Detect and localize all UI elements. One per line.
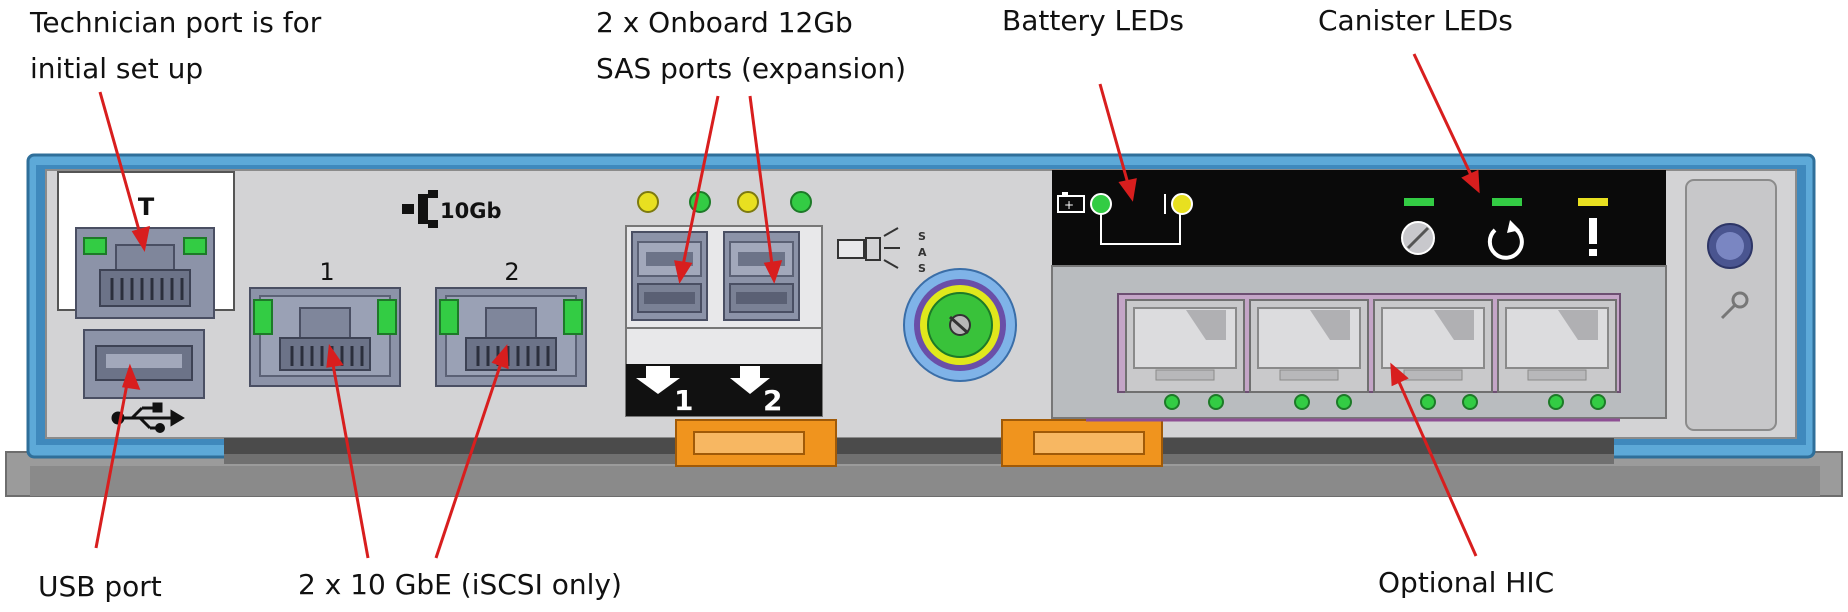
callout-battery-text: Battery LEDs [1002,4,1184,37]
sas-label-plate: 1 2 [625,327,823,417]
callout-technician-line-2: initial set up [30,52,204,85]
latch-right[interactable] [1001,419,1163,467]
callout-canister-leds: Canister LEDs [1318,0,1513,44]
technician-link-led [83,237,107,255]
sas-2-number: 2 [763,384,782,417]
callout-technician-port: Technician port is for initial set up [30,0,321,92]
arrow-battery-head [1118,178,1137,202]
arrow-sas-1 [678,95,720,281]
sas-leds [637,191,812,213]
arrow-sas-2 [748,95,776,281]
callout-sas-line-1: 2 x Onboard 12Gb [596,6,853,39]
callout-optional-hic: Optional HIC [1378,560,1554,606]
arrow-usb [94,367,132,549]
callout-usb-port: USB port [38,564,162,610]
technician-activity-led [183,237,207,255]
latch-left[interactable] [675,419,837,467]
arrow-battery [1098,83,1134,199]
arrow-canister-head [1461,169,1480,194]
arrow-canister [1412,53,1480,191]
callout-sas-line-2: SAS ports (expansion) [596,52,907,85]
hic-port-4[interactable] [1497,299,1617,393]
arrow-sas-2-head [763,260,783,284]
sas-port-2[interactable] [723,231,800,321]
id-display-icon: S A S [837,227,927,275]
speed-indicator: 10Gb [402,190,502,228]
sas-1-number: 1 [674,384,693,417]
usb-port[interactable] [83,329,205,399]
hic-port-1[interactable] [1125,299,1245,393]
usb-icon [111,402,185,433]
hic-port-2[interactable] [1249,299,1369,393]
canister-leds [1404,198,1608,206]
attention-icon [1589,218,1597,256]
arrow-gbe-1 [328,347,370,559]
callout-gbe-text: 2 x 10 GbE (iSCSI only) [298,568,622,601]
callout-technician-line-1: Technician port is for [30,6,322,39]
led-panel [1052,170,1666,266]
arrow-usb-head [122,363,141,390]
callout-canister-text: Canister LEDs [1318,4,1513,37]
sas-port-1[interactable] [631,231,708,321]
hic-port-leds [1164,394,1606,410]
svg-text:S: S [918,262,926,275]
callout-arrows [94,53,1480,559]
arrow-sas-1-head [674,260,693,284]
callout-sas-ports: 2 x Onboard 12Gb SAS ports (expansion) [596,0,906,92]
arrow-technician-head [131,225,150,252]
svg-text:+: + [1064,198,1074,212]
power-icon [1401,221,1435,255]
arrow-gbe-2 [434,347,508,559]
callout-battery-leds: Battery LEDs [1002,0,1184,44]
wrench-icon [1720,291,1749,320]
arrow-hic-head [1390,362,1409,387]
ethernet-port-2[interactable] [434,286,588,388]
callout-hic-text: Optional HIC [1378,566,1555,599]
locate-button[interactable] [903,268,1017,382]
service-action-button[interactable] [1707,223,1753,269]
lower-rail [224,438,1614,464]
technician-port-label: T [138,193,155,221]
arrow-technician [98,91,146,249]
svg-text:S: S [918,230,926,243]
arrow-gbe-1-head [326,343,344,368]
locate-icon [1487,220,1524,260]
battery-icon: + [1057,192,1193,245]
speed-label: 10Gb [440,199,502,223]
arrow-hic [1390,365,1478,557]
svg-text:A: A [918,246,927,259]
ethernet-port-1[interactable] [248,286,402,388]
callout-usb-text: USB port [38,570,162,603]
port-1-number: 1 [319,258,334,286]
port-2-number: 2 [504,258,519,286]
service-tab [1685,179,1777,431]
arrow-gbe-2-head [491,344,509,370]
callout-10gbe-ports: 2 x 10 GbE (iSCSI only) [298,562,622,608]
